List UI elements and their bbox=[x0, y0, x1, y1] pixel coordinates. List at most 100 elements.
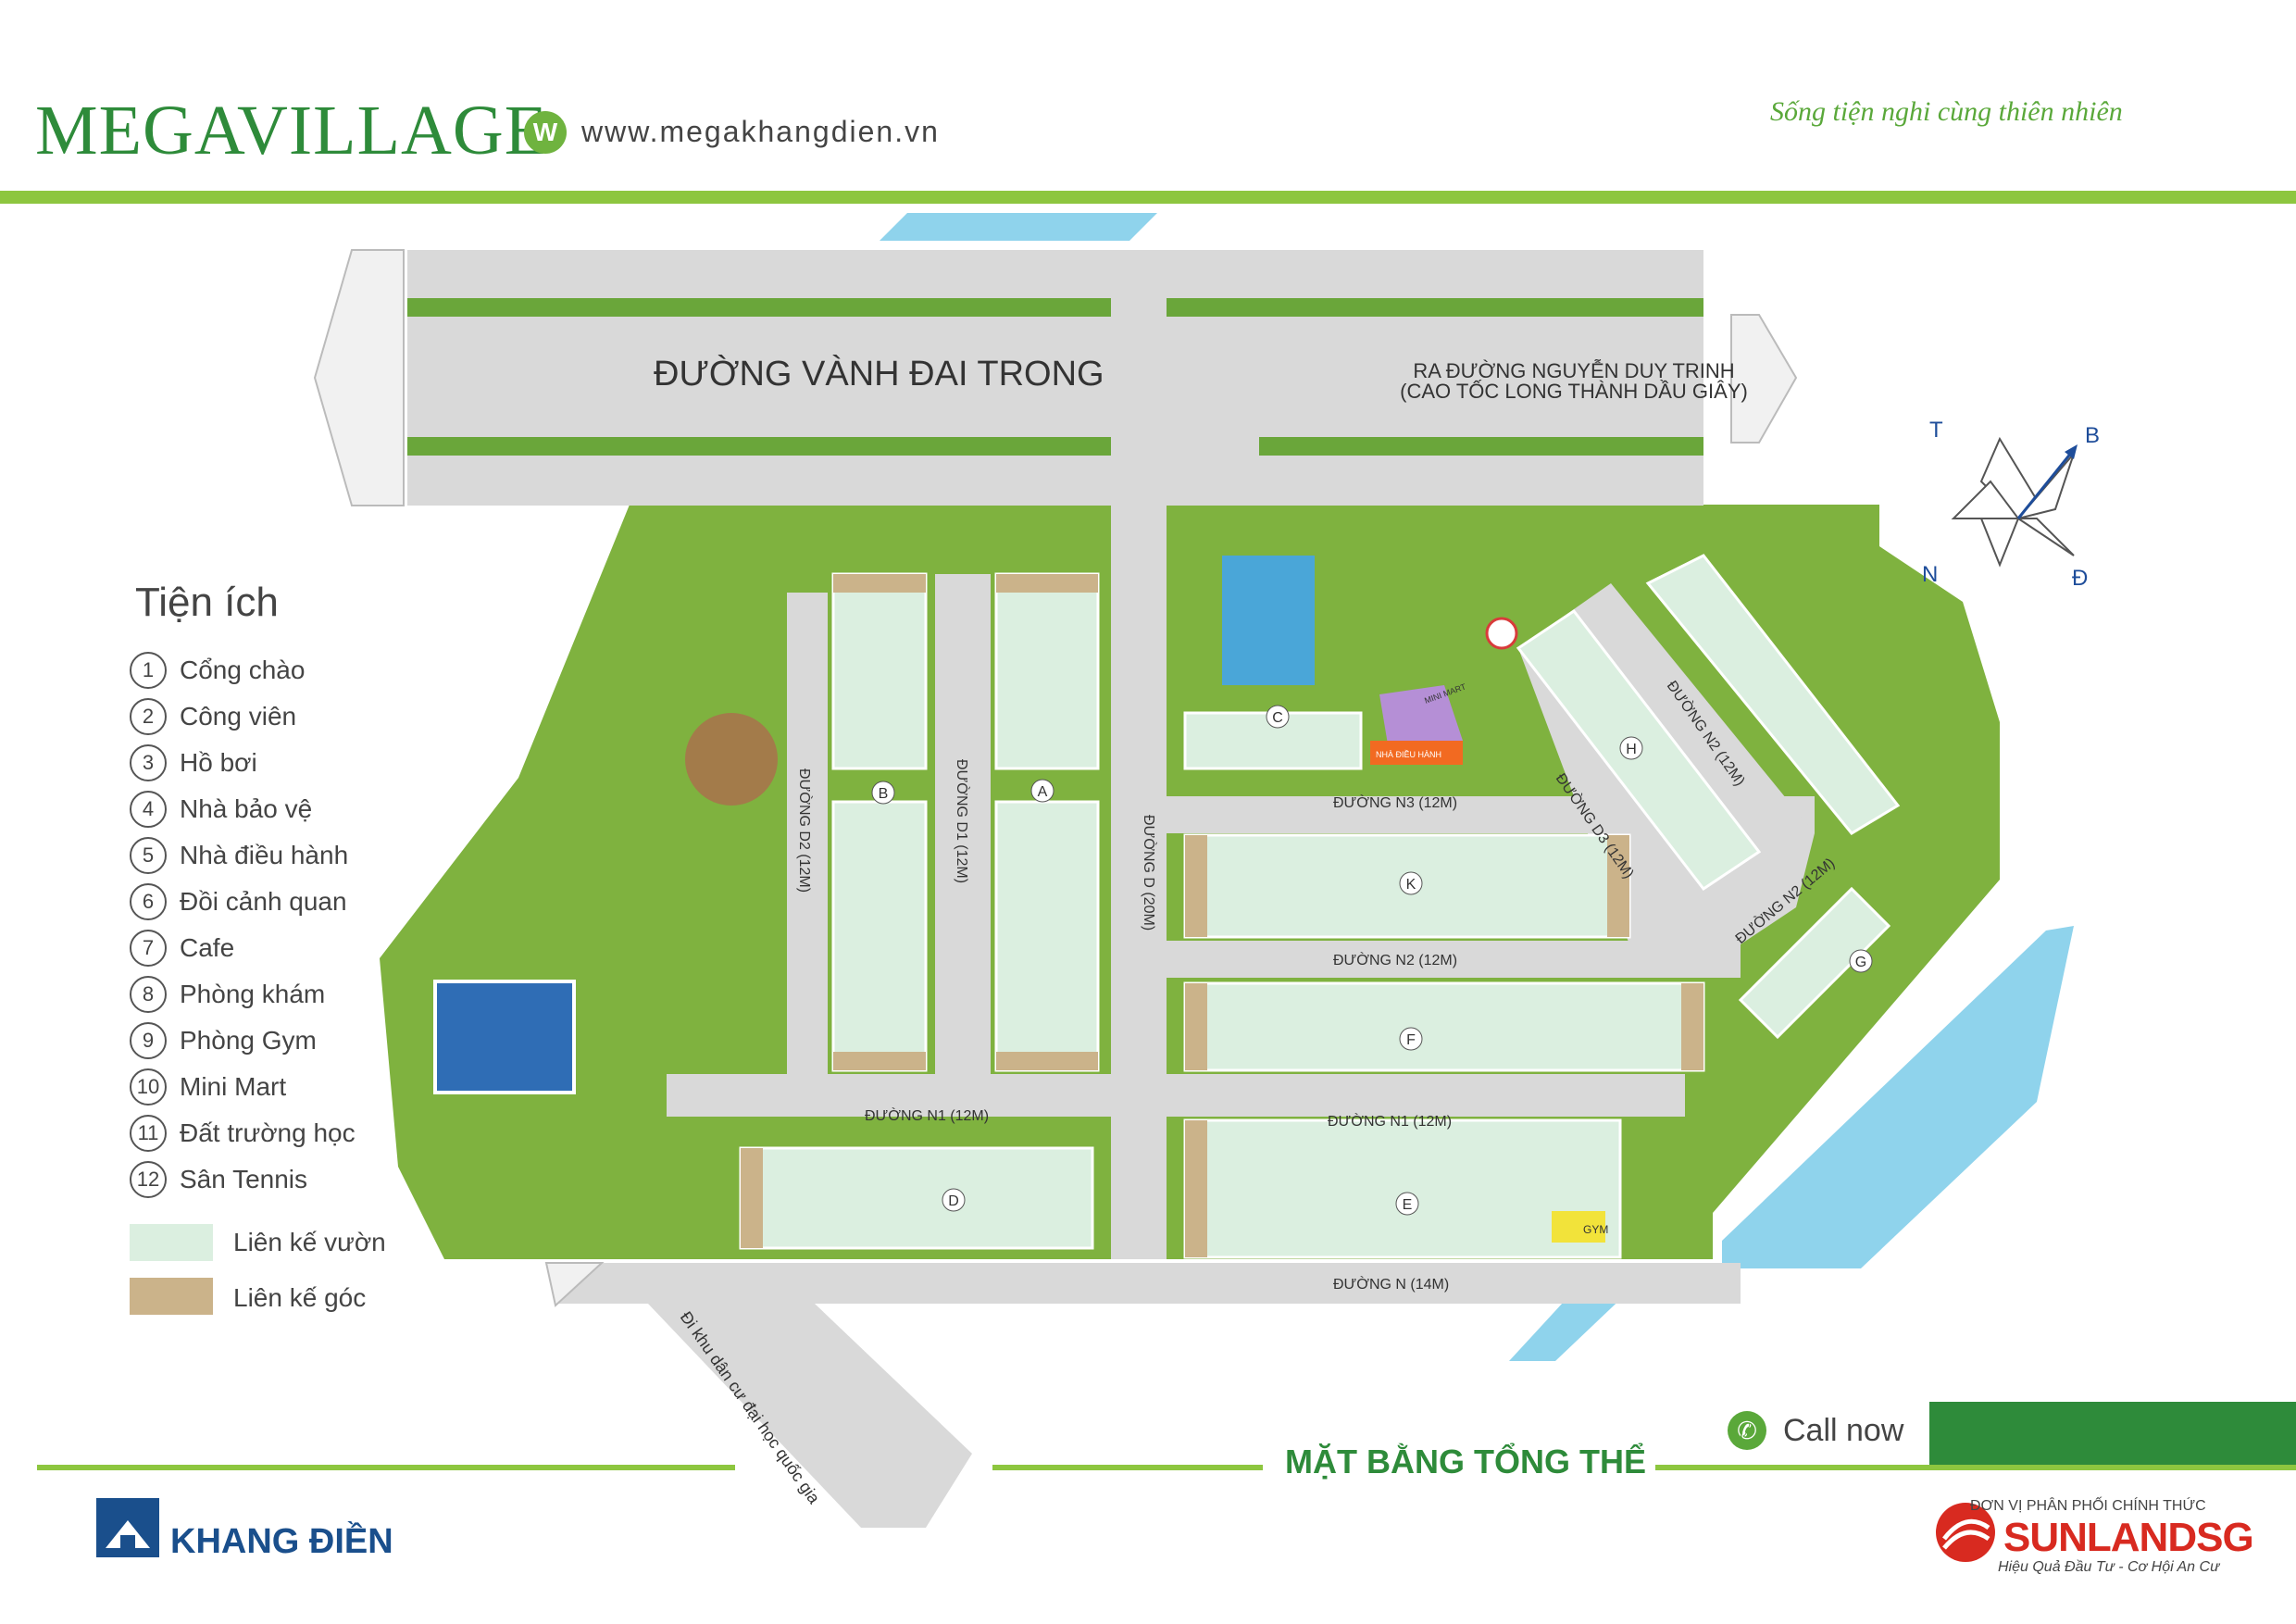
call-now-button[interactable]: Call now bbox=[1783, 1413, 1904, 1448]
median-top-left bbox=[407, 298, 1111, 317]
block-f bbox=[1183, 981, 1705, 1072]
cafe-building bbox=[685, 713, 778, 806]
legend-label: Phòng khám bbox=[180, 980, 326, 1008]
block-d bbox=[739, 1146, 1094, 1250]
footer-divider-left bbox=[37, 1465, 735, 1470]
road-n2b-label: ĐƯỜNG N2 (12M) bbox=[1333, 951, 1457, 968]
canal-right bbox=[1722, 926, 2074, 1268]
road-d2 bbox=[787, 593, 828, 1093]
sunland-slogan: Hiệu Quả Đầu Tư - Cơ Hội An Cư bbox=[1998, 1559, 2220, 1575]
swatch-corner-lot bbox=[130, 1278, 213, 1315]
compass-d: Đ bbox=[2072, 566, 2088, 591]
legend-number: 8 bbox=[130, 976, 167, 1013]
block-a-top bbox=[994, 572, 1100, 770]
legend-label: Hồ bơi bbox=[180, 748, 257, 777]
gym-building bbox=[1552, 1211, 1605, 1243]
legend-label: Cafe bbox=[180, 933, 235, 962]
legend-label: Đất trường học bbox=[180, 1118, 356, 1147]
road-arrow-left bbox=[313, 249, 405, 506]
block-label-h: H bbox=[1626, 742, 1637, 757]
swatch-garden-label: Liên kế vườn bbox=[233, 1228, 386, 1256]
road-d1-label: ĐƯỜNG D1 (12M) bbox=[954, 759, 971, 883]
legend-item: 5 Nhà điều hành bbox=[130, 835, 348, 876]
legend-label: Mini Mart bbox=[180, 1072, 287, 1101]
block-b bbox=[831, 800, 928, 1072]
exit-label-2: (CAO TỐC LONG THÀNH DẦU GIÂY) bbox=[1400, 379, 1748, 403]
legend-label: Công viên bbox=[180, 702, 297, 731]
legend-label: Đồi cảnh quan bbox=[180, 887, 347, 916]
sunland-brand: SUNLANDSG bbox=[2003, 1515, 2254, 1560]
website-link[interactable]: www.megakhangdien.vn bbox=[581, 115, 940, 148]
road-n-arrow-left bbox=[544, 1262, 605, 1307]
legend-title: Tiện ích bbox=[135, 580, 279, 625]
legend-number: 5 bbox=[130, 837, 167, 874]
corner-lot-9 bbox=[1185, 1120, 1207, 1257]
legend-item: 12 Sân Tennis bbox=[130, 1159, 307, 1200]
legend-number: 12 bbox=[130, 1161, 167, 1198]
header-divider bbox=[0, 191, 2296, 204]
road-n1b-label: ĐƯỜNG N1 (12M) bbox=[1328, 1112, 1452, 1130]
khang-dien-brand: KHANG ĐIỀN bbox=[170, 1522, 393, 1561]
corner-lot-5 bbox=[1185, 835, 1207, 937]
block-b-top bbox=[831, 572, 928, 770]
road-d2-label: ĐƯỜNG D2 (12M) bbox=[796, 768, 814, 893]
corner-lot-2 bbox=[833, 1052, 926, 1070]
swatch-garden-lot bbox=[130, 1224, 213, 1261]
tagline: Sống tiện nghi cùng thiên nhiên bbox=[1770, 96, 2123, 127]
legend-item: 3 Hồ bơi bbox=[130, 743, 257, 783]
road-n-label: ĐƯỜNG N (14M) bbox=[1333, 1275, 1449, 1293]
legend-number: 6 bbox=[130, 883, 167, 920]
sunland-distributor-label: ĐƠN VỊ PHÂN PHỐI CHÍNH THỨC bbox=[1970, 1498, 2206, 1514]
road-n bbox=[555, 1263, 1741, 1304]
corner-lot-3 bbox=[996, 574, 1098, 593]
tennis-court bbox=[433, 980, 576, 1094]
main-road bbox=[407, 250, 1703, 506]
legend-number: 4 bbox=[130, 791, 167, 828]
exit-label-1: RA ĐƯỜNG NGUYỄN DUY TRINH bbox=[1413, 358, 1734, 382]
footer-divider-right bbox=[1655, 1465, 2296, 1470]
block-g bbox=[1738, 886, 1891, 1040]
exec-house-building bbox=[1370, 741, 1463, 765]
compass-n: N bbox=[1922, 562, 1938, 587]
legend-item: 10 Mini Mart bbox=[130, 1067, 286, 1107]
block-label-g: G bbox=[1855, 955, 1866, 970]
access-road bbox=[648, 1304, 972, 1528]
road-d bbox=[1111, 500, 1167, 1259]
legend-item: 11 Đất trường học bbox=[130, 1113, 356, 1154]
road-d-label: ĐƯỜNG D (20M) bbox=[1141, 815, 1158, 931]
clinic-icon bbox=[1485, 617, 1518, 650]
exec-house-label: NHÀ ĐIỀU HÀNH bbox=[1376, 750, 1441, 759]
road-n1 bbox=[667, 1074, 1685, 1117]
median-bottom-left bbox=[407, 437, 1111, 456]
block-label-f: F bbox=[1406, 1032, 1416, 1048]
block-label-a: A bbox=[1038, 784, 1048, 800]
block-a bbox=[994, 800, 1100, 1072]
legend-item: 6 Đồi cảnh quan bbox=[130, 881, 347, 922]
compass-b: B bbox=[2085, 423, 2100, 448]
corner-lot-8 bbox=[1681, 983, 1703, 1070]
median-bottom-right bbox=[1259, 437, 1703, 456]
legend-number: 9 bbox=[130, 1022, 167, 1059]
legend-number: 10 bbox=[130, 1068, 167, 1106]
corner-lot-7 bbox=[1185, 983, 1207, 1070]
road-n3-label: ĐƯỜNG N3 (12M) bbox=[1333, 793, 1457, 811]
block-e bbox=[1183, 1118, 1622, 1259]
mini-mart-building bbox=[1379, 685, 1463, 750]
legend-number: 3 bbox=[130, 744, 167, 781]
legend-number: 7 bbox=[130, 930, 167, 967]
phone-icon[interactable]: ✆ bbox=[1728, 1411, 1766, 1450]
canal-top bbox=[880, 213, 1157, 241]
web-icon: W bbox=[524, 111, 567, 154]
legend-label: Cổng chào bbox=[180, 656, 306, 684]
block-label-d: D bbox=[948, 1193, 959, 1209]
corner-lot-4 bbox=[996, 1052, 1098, 1070]
legend-label: Nhà điều hành bbox=[180, 841, 349, 869]
compass-t: T bbox=[1929, 418, 1943, 443]
legend-label: Sân Tennis bbox=[180, 1165, 308, 1193]
legend-number: 11 bbox=[130, 1115, 167, 1152]
compass bbox=[1951, 436, 2078, 568]
